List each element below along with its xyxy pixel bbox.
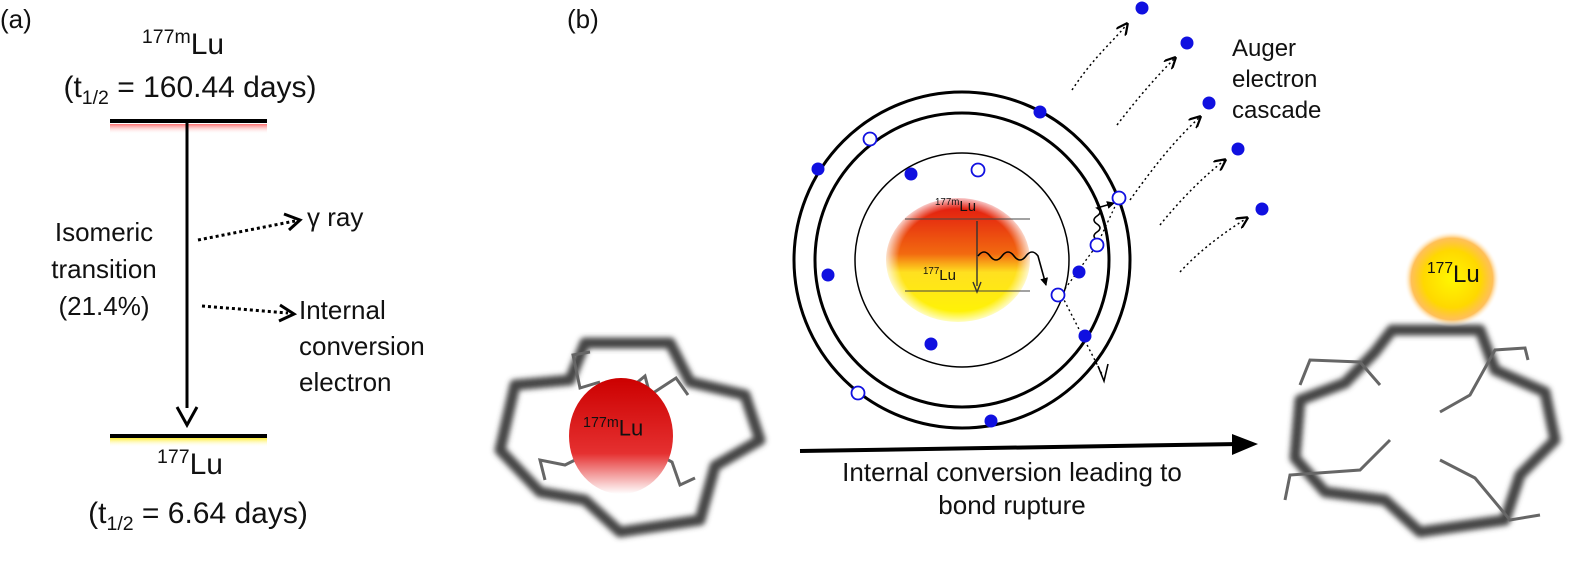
- electron: [984, 414, 998, 428]
- process-arrowhead: [1232, 434, 1258, 455]
- atom-daughter-label: 177Lu: [923, 266, 956, 284]
- nucleus-fade: [884, 196, 1032, 324]
- electron: [811, 162, 825, 176]
- electron-vacancy: [970, 162, 986, 178]
- parent-half-life-sub: 1/2: [81, 87, 109, 109]
- inner-shell: [854, 152, 1070, 368]
- atom-daughter-mass: 177: [923, 266, 940, 277]
- chelate-bound: [494, 337, 766, 538]
- chelated-element: Lu: [618, 415, 644, 441]
- chelated-mass: 177m: [583, 415, 619, 431]
- ice-label: Internal conversion electron: [299, 292, 425, 400]
- auger-electron: [1202, 96, 1216, 110]
- ejected-electron-head: [1097, 363, 1109, 384]
- transition-line2: transition: [51, 254, 157, 284]
- chelated-nuclide-label: 177mLu: [583, 415, 643, 441]
- ice-line1: Internal: [299, 295, 386, 325]
- atom-diagram: [792, 90, 1132, 430]
- parent-element: Lu: [190, 28, 225, 61]
- auger-electron: [1135, 1, 1149, 15]
- electron-vacancy: [1111, 190, 1127, 206]
- daughter-element: Lu: [189, 448, 223, 481]
- chelate-arms-right: [1283, 346, 1541, 522]
- gamma-ray-label: γ ray: [307, 202, 364, 232]
- auger-line3: cascade: [1232, 97, 1322, 124]
- panel-a-label: (a): [0, 4, 32, 34]
- process-caption: Internal conversion leading to bond rupt…: [842, 456, 1182, 522]
- electron: [821, 268, 835, 282]
- decay-scheme: [110, 119, 303, 447]
- daughter-half-life-sub: 1/2: [106, 513, 134, 535]
- electron-vacancy: [1089, 237, 1105, 253]
- daughter-half-life-prefix: (t: [88, 497, 107, 530]
- auger-electron: [1231, 142, 1245, 156]
- atom-daughter-element: Lu: [939, 267, 956, 284]
- isomeric-transition-label: Isomeric transition (21.4%): [51, 214, 157, 325]
- parent-half-life-value: = 160.44 days): [108, 71, 317, 104]
- chelate-ring-right: [1289, 324, 1561, 538]
- panel-b-label: (b): [567, 4, 599, 34]
- chelate-ring-left: [494, 337, 766, 538]
- gamma-ray-arrow: [197, 219, 296, 242]
- daughter-half-life-value: = 6.64 days): [133, 497, 308, 530]
- nucleus-transition-head: [972, 281, 982, 294]
- released-mass: 177: [1427, 260, 1454, 277]
- auger-line1: Auger: [1232, 35, 1297, 62]
- parent-nuclide: 177mLu: [142, 26, 224, 62]
- transition-arrowhead: [175, 406, 199, 429]
- released-lu177-glow: [1404, 231, 1500, 327]
- auger-path: [1159, 160, 1225, 226]
- transition-line3: (21.4%): [58, 291, 150, 321]
- auger-electron: [1255, 202, 1269, 216]
- electron: [1033, 105, 1047, 119]
- xray-wave: [1093, 201, 1115, 241]
- atom-parent-mass: 177m: [935, 197, 960, 208]
- auger-label: Auger electron cascade: [1232, 33, 1321, 126]
- daughter-mass: 177: [157, 446, 190, 468]
- chelated-lu177m-glow: [569, 378, 673, 494]
- electron: [1078, 329, 1092, 343]
- parent-mass: 177m: [141, 26, 191, 48]
- electron: [1072, 265, 1086, 279]
- auger-path: [1179, 218, 1247, 273]
- daughter-nuclide: 177Lu: [157, 446, 223, 482]
- electron: [924, 337, 938, 351]
- daughter-half-life: (t1/2 = 6.64 days): [88, 497, 308, 536]
- electron-vacancy: [1050, 287, 1066, 303]
- ice-arrow: [201, 304, 289, 315]
- daughter-level-glow: [110, 438, 267, 447]
- auger-path: [1129, 117, 1200, 201]
- auger-path: [1116, 58, 1175, 126]
- middle-shell: [813, 111, 1111, 409]
- auger-cascade: [1071, 1, 1269, 273]
- outer-shell: [792, 90, 1132, 430]
- parent-half-life: (t1/2 = 160.44 days): [63, 71, 316, 110]
- atom-parent-label: 177mLu: [935, 197, 976, 215]
- electron: [904, 167, 918, 181]
- auger-line2: electron: [1232, 66, 1318, 93]
- caption-line1: Internal conversion leading to: [842, 457, 1182, 487]
- caption-line2: bond rupture: [938, 490, 1086, 520]
- auger-electron: [1180, 36, 1194, 50]
- ice-line2: conversion: [299, 331, 425, 361]
- ice-line3: electron: [299, 367, 392, 397]
- gamma-arrowhead: [283, 212, 303, 232]
- transition-line1: Isomeric: [54, 217, 154, 247]
- chelate-released: [1283, 231, 1561, 538]
- released-element: Lu: [1453, 261, 1480, 288]
- atom-parent-element: Lu: [959, 198, 977, 215]
- process-arrow: [799, 442, 1241, 453]
- ice-arrowhead: [278, 303, 298, 323]
- auger-path: [1071, 24, 1127, 91]
- electron-vacancy: [850, 385, 866, 401]
- electron-vacancy: [862, 131, 878, 147]
- released-nuclide-label: 177Lu: [1427, 260, 1480, 289]
- gamma-wave-to-electron: [977, 251, 1048, 286]
- parent-half-life-prefix: (t: [63, 71, 82, 104]
